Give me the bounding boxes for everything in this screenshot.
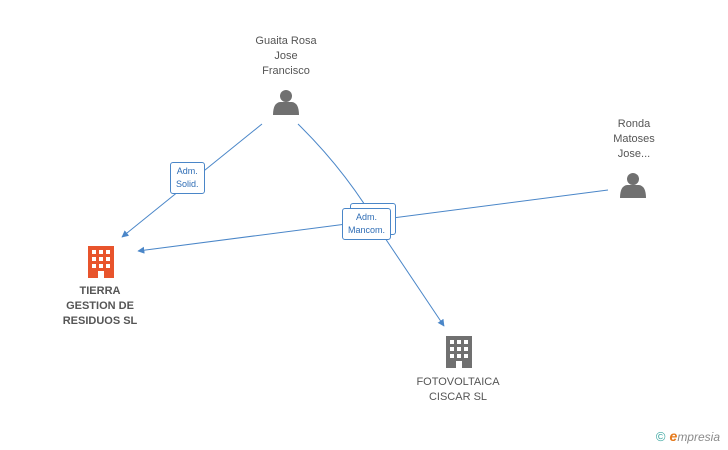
node-label-line: TIERRA — [79, 285, 121, 297]
node-label-line: FOTOVOLTAICA — [416, 376, 500, 388]
relation-label-line: Adm. — [176, 166, 198, 176]
node-label-line: RESIDUOS SL — [62, 315, 138, 327]
node-label-line: Jose... — [617, 148, 651, 160]
relation-label-adm-mancom[interactable]: Adm. Mancom. — [342, 208, 392, 240]
brand-initial: e — [669, 428, 678, 444]
company-node-tierra[interactable]: TIERRA GESTION DE RESIDUOS SL — [48, 284, 152, 329]
node-label-line: CISCAR SL — [428, 391, 488, 403]
node-label-line: Guaita Rosa — [255, 35, 317, 47]
person-node-guaita[interactable]: Guaita Rosa Jose Francisco — [236, 34, 336, 79]
node-label-line: GESTION DE — [66, 300, 134, 312]
brand-name: mpresia — [677, 430, 720, 444]
relation-label-line: Solid. — [176, 179, 199, 189]
relation-label-line: Adm. — [356, 212, 378, 222]
node-label-line: Jose — [274, 50, 298, 62]
copyright-icon: © — [655, 429, 666, 444]
relation-label-line: Mancom. — [348, 225, 386, 235]
brand-watermark: ©empresia — [656, 428, 720, 444]
building-icon — [446, 336, 472, 368]
node-label-line: Francisco — [262, 65, 310, 77]
person-node-ronda[interactable]: Ronda Matoses Jose... — [594, 117, 674, 162]
person-icon — [620, 173, 646, 198]
company-node-fotovoltaica[interactable]: FOTOVOLTAICA CISCAR SL — [408, 375, 508, 405]
person-icon — [273, 90, 299, 115]
node-label-line: Matoses — [613, 133, 655, 145]
building-icon — [88, 246, 114, 278]
node-label-line: Ronda — [617, 118, 651, 130]
relation-label-adm-solid[interactable]: Adm. Solid. — [170, 162, 205, 194]
